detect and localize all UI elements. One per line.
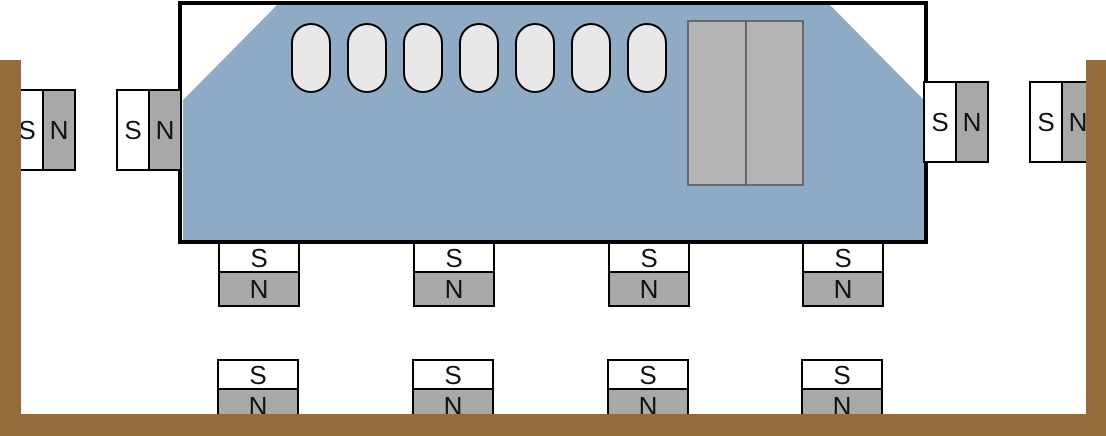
south-pole-label: S bbox=[444, 360, 461, 390]
south-pole bbox=[217, 359, 299, 390]
south-pole-label: S bbox=[640, 243, 657, 273]
south-pole-label: S bbox=[1037, 107, 1054, 137]
south-pole bbox=[923, 81, 957, 163]
south-pole-label: S bbox=[833, 360, 850, 390]
guideway-levitation-magnet: SN bbox=[217, 359, 299, 428]
north-pole-label: N bbox=[156, 115, 175, 145]
north-pole-label: N bbox=[639, 391, 658, 421]
north-pole bbox=[42, 89, 76, 171]
north-pole bbox=[218, 271, 300, 307]
south-pole-label: S bbox=[931, 107, 948, 137]
north-pole-label: N bbox=[1069, 107, 1088, 137]
train-levitation-magnet: SN bbox=[218, 242, 300, 307]
south-pole-label: S bbox=[250, 243, 267, 273]
north-pole-label: N bbox=[833, 391, 852, 421]
south-pole-label: S bbox=[18, 115, 35, 145]
south-pole-label: S bbox=[445, 243, 462, 273]
south-pole bbox=[608, 242, 690, 273]
train-window bbox=[403, 23, 443, 93]
train-window bbox=[347, 23, 387, 93]
north-pole bbox=[608, 271, 690, 307]
south-pole bbox=[218, 242, 300, 273]
north-pole bbox=[802, 271, 884, 307]
south-pole-label: S bbox=[639, 360, 656, 390]
north-pole-label: N bbox=[963, 107, 982, 137]
train-window bbox=[627, 23, 667, 93]
south-pole-label: S bbox=[249, 360, 266, 390]
train-doors bbox=[687, 20, 804, 186]
north-pole bbox=[955, 81, 989, 163]
south-pole-label: S bbox=[124, 115, 141, 145]
train-door bbox=[687, 20, 747, 186]
train-levitation-magnet: SN bbox=[413, 242, 495, 307]
train-levitation-magnet: SN bbox=[608, 242, 690, 307]
south-pole bbox=[413, 242, 495, 273]
train-window bbox=[291, 23, 331, 93]
north-pole-label: N bbox=[444, 391, 463, 421]
train-door bbox=[745, 20, 804, 186]
north-pole bbox=[148, 89, 182, 171]
north-pole-label: N bbox=[249, 391, 268, 421]
north-pole-label: N bbox=[50, 115, 69, 145]
south-pole bbox=[116, 89, 150, 171]
north-pole-label: N bbox=[445, 274, 464, 304]
north-pole-label: N bbox=[250, 274, 269, 304]
train-window bbox=[459, 23, 499, 93]
north-pole bbox=[413, 271, 495, 307]
south-pole-label: S bbox=[834, 243, 851, 273]
train-window bbox=[515, 23, 555, 93]
south-pole bbox=[607, 359, 689, 390]
train-window bbox=[571, 23, 611, 93]
north-pole-label: N bbox=[640, 274, 659, 304]
train bbox=[178, 1, 928, 244]
train-levitation-magnet: SN bbox=[802, 242, 884, 307]
north-pole-label: N bbox=[834, 274, 853, 304]
